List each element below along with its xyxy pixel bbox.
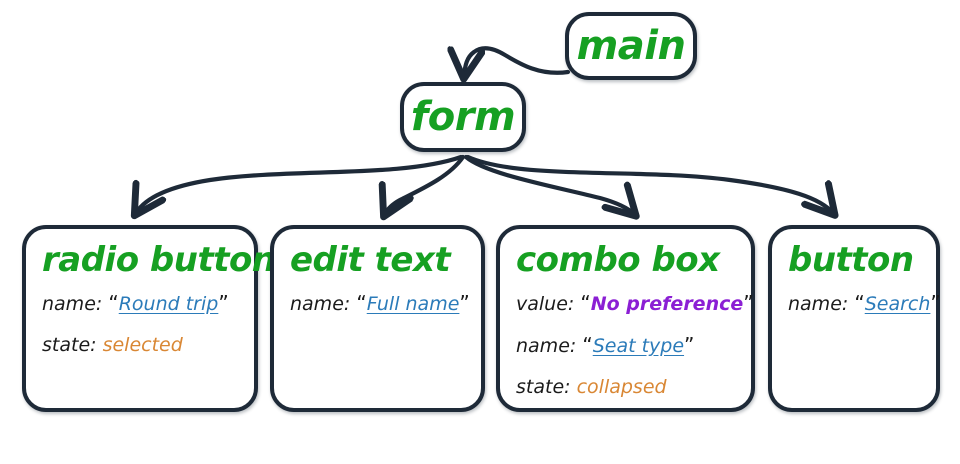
node-button[interactable]: button name: “Search” (768, 225, 941, 412)
edge-form-to-radio-button (136, 154, 464, 213)
node-combo-box-title: combo box (516, 240, 720, 280)
quote-open: “ (108, 291, 119, 315)
attribute-value: collapsed (576, 376, 667, 398)
quote-open: “ (582, 333, 593, 357)
quote-open: “ (356, 291, 367, 315)
node-main[interactable]: main (565, 12, 697, 80)
attribute-value: Full name (366, 293, 460, 315)
quote-close: ” (930, 291, 941, 315)
attribute-key: name: (788, 293, 849, 315)
node-main-title: main (576, 23, 686, 69)
attribute-row: name: “Full name” (290, 283, 481, 325)
attribute-row: state: collapsed (516, 367, 751, 408)
edge-form-to-button (465, 154, 833, 213)
edge-main-to-form (464, 48, 571, 76)
attribute-row: state: selected (42, 325, 254, 366)
node-combo-box[interactable]: combo box value: “No preference” name: “… (496, 225, 755, 412)
node-radio-button[interactable]: radio button name: “Round trip” state: s… (22, 225, 276, 412)
attribute-row: name: “Search” (788, 283, 941, 325)
quote-open: “ (580, 291, 591, 315)
attribute-value: Seat type (592, 335, 685, 357)
quote-close: ” (218, 291, 229, 315)
attribute-row: name: “Round trip” (42, 283, 254, 325)
node-button-title: button (788, 240, 914, 280)
attribute-value: No preference (590, 293, 744, 315)
attribute-value: Round trip (118, 293, 219, 315)
attribute-row: name: “Seat type” (516, 325, 751, 367)
quote-close: ” (743, 291, 754, 315)
node-edit-text-title: edit text (290, 240, 451, 280)
node-edit-text[interactable]: edit text name: “Full name” (270, 225, 485, 412)
attribute-list: name: “Round trip” state: selected (26, 283, 254, 366)
quote-close: ” (684, 333, 695, 357)
attribute-key: state: (42, 334, 97, 356)
attribute-row: value: “No preference” (516, 283, 754, 325)
attribute-list: name: “Search” (772, 283, 941, 325)
attribute-key: name: (42, 293, 103, 315)
attribute-key: state: (516, 376, 571, 398)
quote-open: “ (854, 291, 865, 315)
attribute-list: value: “No preference” name: “Seat type”… (500, 283, 754, 408)
attribute-key: name: (290, 293, 351, 315)
edge-form-to-combo-box (463, 154, 634, 214)
node-radio-button-title: radio button (42, 240, 276, 280)
node-form-title: form (410, 94, 516, 140)
attribute-value: selected (102, 334, 183, 356)
attribute-list: name: “Full name” (274, 283, 481, 325)
attribute-key: name: (516, 335, 577, 357)
edge-form-to-edit-text (385, 154, 466, 214)
attribute-key: value: (516, 293, 575, 315)
attribute-value: Search (864, 293, 931, 315)
node-form[interactable]: form (400, 82, 526, 152)
quote-close: ” (459, 291, 470, 315)
